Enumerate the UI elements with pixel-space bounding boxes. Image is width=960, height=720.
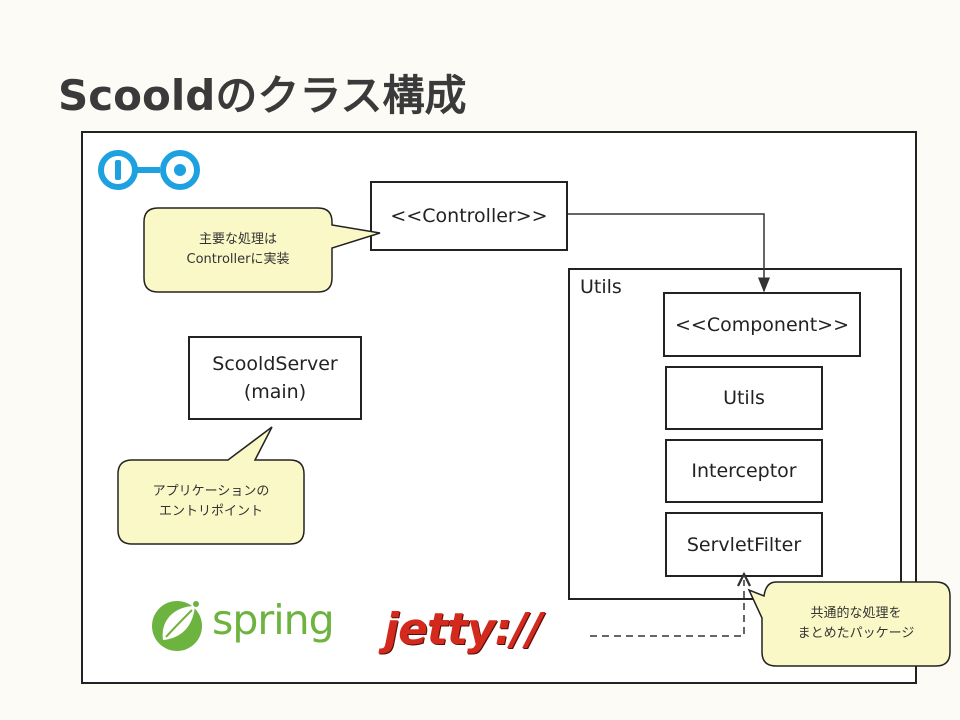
spring-logo-text: spring	[212, 596, 335, 644]
scooldserver-label: ScooldServer	[212, 353, 338, 375]
utils-note-text: 共通的な処理を まとめたパッケージ	[797, 606, 915, 641]
controller-note-text: 主要な処理は Controllerに実装	[186, 232, 290, 267]
scooldserver-main-label: (main)	[243, 381, 307, 403]
servletfilter-box: ServletFilter	[665, 512, 823, 577]
scooldserver-box: ScooldServer (main)	[188, 336, 362, 420]
jetty-logo-text: jetty://	[384, 604, 542, 655]
server-note-text: アプリケーションの エントリポイント	[152, 484, 270, 519]
controller-label: <<Controller>>	[390, 205, 548, 227]
utils-class-label: Utils	[723, 387, 765, 409]
interceptor-box: Interceptor	[665, 439, 823, 503]
slide-title: Scooldのクラス構成	[58, 71, 467, 120]
controller-box: <<Controller>>	[370, 181, 568, 251]
component-box: <<Component>>	[663, 292, 861, 357]
utils-package-label: Utils	[580, 276, 622, 298]
servletfilter-label: ServletFilter	[686, 533, 802, 556]
component-label: <<Component>>	[675, 313, 849, 336]
utils-class-box: Utils	[665, 366, 823, 430]
interceptor-label: Interceptor	[691, 460, 797, 482]
